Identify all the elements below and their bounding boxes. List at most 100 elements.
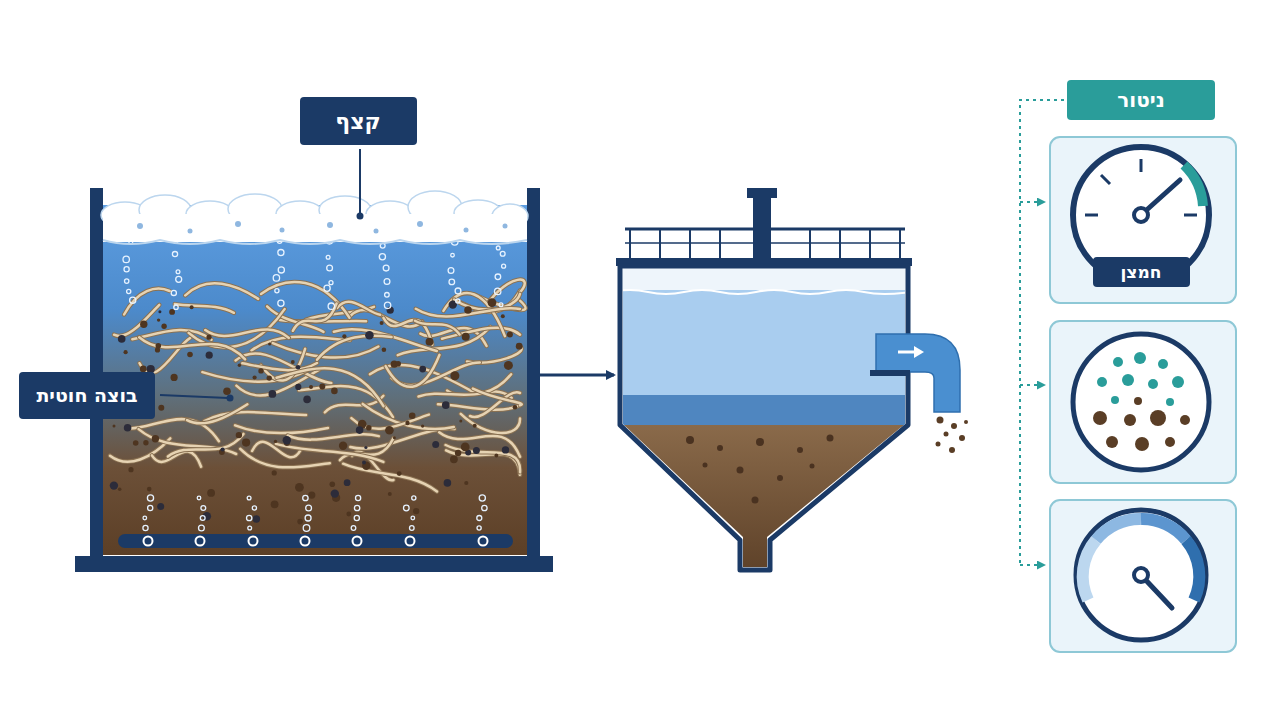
filamentous-sludge xyxy=(268,343,271,346)
filamentous-sludge xyxy=(288,434,379,439)
filamentous-sludge xyxy=(362,460,366,464)
filamentous-sludge xyxy=(342,334,346,338)
leader-line xyxy=(357,213,364,220)
effluent-pipe xyxy=(951,423,957,429)
clarifier xyxy=(752,497,759,504)
filamentous-sludge xyxy=(168,434,244,457)
gauge-label: חמצן xyxy=(1093,257,1190,287)
filamentous-sludge xyxy=(366,425,372,431)
air-bubbles xyxy=(305,515,311,521)
air-bubbles xyxy=(482,505,487,510)
air-bubbles xyxy=(127,289,131,293)
filamentous-sludge xyxy=(253,515,260,522)
air-bubbles xyxy=(123,256,129,262)
particle-gauge xyxy=(1172,376,1184,388)
filamentous-sludge xyxy=(385,426,394,435)
foam-layer xyxy=(188,229,193,234)
clarifier xyxy=(686,436,694,444)
filamentous-sludge xyxy=(415,321,460,335)
filamentous-sludge xyxy=(473,424,477,428)
particle-gauge xyxy=(1106,436,1118,448)
air-bubbles xyxy=(412,496,416,500)
particle-gauge xyxy=(1093,411,1107,425)
filamentous-sludge xyxy=(339,442,347,450)
effluent-pipe xyxy=(914,346,924,358)
filamentous-sludge xyxy=(161,324,166,329)
foam-layer xyxy=(374,229,379,234)
filamentous-sludge xyxy=(488,298,497,307)
filamentous-sludge xyxy=(444,479,452,487)
filamentous-sludge xyxy=(438,404,520,409)
air-bubbles xyxy=(495,274,501,280)
air-diffuser xyxy=(144,537,153,546)
monitoring-link xyxy=(1020,201,1044,203)
filamentous-sludge xyxy=(283,436,291,444)
air-bubbles xyxy=(247,496,251,500)
callout-label: בוצה חוטית xyxy=(19,372,155,419)
particle-gauge xyxy=(1148,379,1158,389)
oxygen-gauge xyxy=(1184,165,1203,206)
filamentous-sludge xyxy=(261,282,350,318)
filamentous-sludge xyxy=(462,333,470,341)
monitor-panel xyxy=(1050,500,1236,652)
air-bubbles xyxy=(197,496,201,500)
filamentous-sludge xyxy=(143,440,148,445)
clarifier xyxy=(756,438,764,446)
air-bubbles xyxy=(324,285,330,291)
filamentous-sludge xyxy=(464,481,468,485)
clarifier xyxy=(777,475,783,481)
air-bubbles xyxy=(410,526,415,531)
particle-gauge xyxy=(1165,437,1175,447)
filamentous-sludge xyxy=(171,374,178,381)
particle-gauge xyxy=(1166,398,1174,406)
air-bubbles xyxy=(329,281,333,285)
filamentous-sludge xyxy=(473,447,480,454)
filamentous-sludge xyxy=(205,329,288,338)
clarifier xyxy=(600,188,920,585)
air-diffuser xyxy=(479,537,488,546)
filamentous-sludge xyxy=(187,404,247,423)
foam-layer xyxy=(137,223,143,229)
filamentous-sludge xyxy=(409,413,416,420)
filamentous-sludge xyxy=(501,314,505,318)
filamentous-sludge xyxy=(113,425,116,428)
air-bubbles xyxy=(176,270,180,274)
filamentous-sludge xyxy=(221,447,225,451)
effluent-pipe xyxy=(870,370,910,376)
particle-gauge xyxy=(1113,357,1123,367)
filamentous-sludge xyxy=(439,432,520,457)
filamentous-sludge xyxy=(288,434,379,439)
filamentous-sludge xyxy=(467,347,522,363)
filamentous-sludge xyxy=(261,282,350,318)
filamentous-sludge xyxy=(235,425,328,432)
monitoring-header: ניטור xyxy=(1067,80,1215,120)
filamentous-sludge xyxy=(110,481,118,489)
air-bubbles xyxy=(278,300,284,306)
filamentous-sludge xyxy=(124,289,170,315)
filamentous-sludge xyxy=(421,425,424,428)
aeration-tank xyxy=(527,188,540,572)
filamentous-sludge xyxy=(386,355,440,387)
filamentous-sludge xyxy=(473,389,522,406)
clarifier xyxy=(620,266,908,570)
monitor-panel xyxy=(1050,321,1236,483)
clarifier xyxy=(600,260,920,585)
filamentous-sludge xyxy=(309,385,313,389)
air-bubbles xyxy=(130,297,136,303)
air-bubbles xyxy=(448,268,454,274)
filamentous-sludge xyxy=(382,348,387,353)
flow-gauge xyxy=(1076,510,1206,640)
filamentous-sludge xyxy=(459,420,462,423)
filamentous-sludge xyxy=(140,321,147,328)
air-bubbles xyxy=(495,288,501,294)
filamentous-sludge xyxy=(158,405,164,411)
clarifier xyxy=(717,445,723,451)
leader-line xyxy=(160,395,228,398)
filamentous-sludge xyxy=(118,487,122,491)
aeration-tank xyxy=(75,556,553,572)
filamentous-sludge xyxy=(446,445,520,472)
filamentous-sludge xyxy=(277,368,384,406)
air-bubbles xyxy=(123,238,506,532)
label-text: בוצה חוטית xyxy=(36,384,137,406)
